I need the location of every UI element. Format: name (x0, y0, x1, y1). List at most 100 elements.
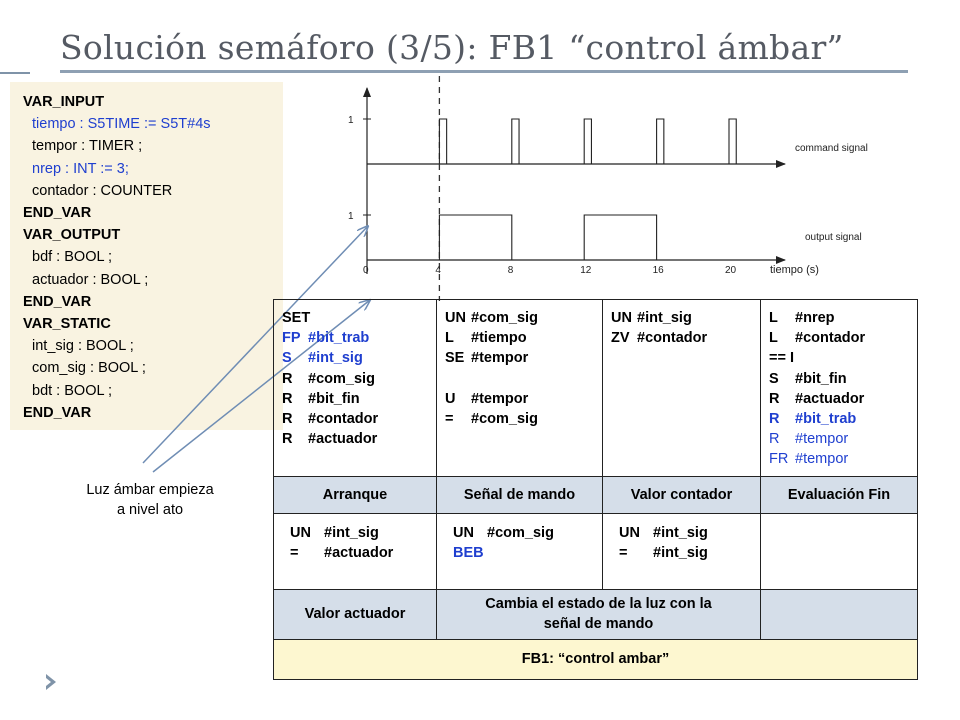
code-line: UN #com_sig (453, 523, 594, 544)
var-line: VAR_STATIC (23, 316, 111, 333)
x-tick-label: 4 (435, 265, 441, 276)
code-arg: #int_sig (633, 310, 692, 326)
slide-marker-icon (46, 674, 56, 690)
code-arg: #tempor (791, 431, 849, 448)
var-line: int_sig : BOOL ; (32, 338, 134, 355)
annotation-line-1: Luz ámbar empieza (86, 482, 214, 498)
var-line: VAR_INPUT (23, 94, 105, 110)
code-arg: #actuador (304, 431, 378, 448)
var-line: tiempo : S5TIME := S5T#4s (32, 116, 211, 133)
code-op: R (282, 370, 293, 387)
code-op: = (619, 545, 628, 561)
code-arg: #com_sig (467, 410, 538, 427)
code-line: R #actuador (769, 389, 909, 409)
code-arg: #actuador (320, 545, 394, 561)
code-arg: #nrep (791, 310, 835, 326)
code-line: SET (282, 308, 428, 328)
code-arg: #tiempo (467, 330, 527, 347)
code-line: U #tempor (445, 389, 594, 409)
code-line (445, 369, 594, 389)
header-row-1: Arranque Señal de mando Valor contador E… (273, 475, 918, 514)
code-cell-empty (760, 512, 918, 590)
code-line: ZV #contador (611, 328, 752, 348)
var-line: contador : COUNTER (32, 182, 173, 199)
code-op: R (769, 390, 780, 407)
code-arg: #com_sig (304, 370, 375, 387)
code-arg: #com_sig (467, 310, 538, 326)
code-cell-int-sig: UN #int_sig= #int_sig (602, 512, 761, 590)
var-line: VAR_OUTPUT (23, 227, 121, 244)
var-line: END_VAR (23, 205, 92, 222)
code-line: L #nrep (769, 308, 909, 328)
code-op: SE (445, 350, 465, 367)
code-arg: #contador (304, 410, 379, 427)
label-1-bottom: 1 (348, 211, 354, 222)
code-arg: #int_sig (320, 524, 379, 541)
header-cambia-estado: Cambia el estado de la luz con la señal … (436, 588, 761, 640)
code-op: UN (290, 524, 311, 541)
code-cell-valor-actuador: UN #int_sig= #actuador (273, 512, 437, 590)
command-pulse (728, 118, 737, 164)
code-op: S (282, 350, 292, 367)
output-pulse (438, 214, 513, 260)
code-op: R (282, 410, 293, 427)
code-line: = #int_sig (619, 543, 752, 564)
code-op: UN (611, 310, 632, 326)
code-arg: #tempor (791, 451, 849, 468)
var-line: bdf : BOOL ; (32, 249, 113, 266)
header-senal-mando: Señal de mando (436, 475, 603, 514)
code-op: = (290, 545, 299, 561)
code-arg: #bit_fin (791, 370, 847, 387)
x-tick-label: 8 (508, 265, 514, 276)
code-op: UN (619, 524, 640, 541)
var-line: END_VAR (23, 293, 92, 310)
code-op: L (769, 330, 778, 347)
slide-title: Solución semáforo (3/5): FB1 “control ám… (60, 28, 844, 67)
code-line: FR #tempor (769, 449, 909, 469)
annotation-line-2: a nivel ato (116, 502, 184, 518)
code-line: UN #int_sig (611, 308, 752, 328)
code-line: R #actuador (282, 429, 428, 449)
code-line: L #tiempo (445, 328, 594, 348)
code-arg: #contador (633, 330, 708, 347)
code-line: R #bit_fin (282, 389, 428, 409)
code-line: R #com_sig (282, 369, 428, 389)
code-line: = #actuador (290, 543, 428, 564)
code-op: S (769, 370, 779, 387)
title-rule-left (0, 72, 30, 74)
code-line: R #contador (282, 409, 428, 429)
code-line: R #tempor (769, 429, 909, 449)
code-line: UN #int_sig (290, 523, 428, 544)
code-arg: #bit_trab (304, 330, 370, 347)
x-tick-label: 12 (580, 265, 592, 276)
label-1-top: 1 (348, 115, 354, 126)
code-op: UN (445, 310, 466, 326)
title-rule (60, 70, 908, 73)
code-op: R (769, 431, 780, 448)
code-op: SET (282, 310, 311, 326)
code-op: BEB (453, 545, 484, 561)
header-evaluacion-fin: Evaluación Fin (760, 475, 918, 514)
code-arg: #int_sig (649, 545, 708, 561)
code-line: BEB (453, 543, 594, 564)
command-pulse (438, 118, 448, 164)
code-op: R (282, 390, 293, 407)
code-arg: #tempor (467, 390, 529, 407)
var-line: nrep : INT := 3; (32, 160, 129, 177)
code-op: FR (769, 451, 789, 468)
command-pulse (511, 118, 520, 164)
output-pulse (583, 214, 658, 260)
header-arranque: Arranque (273, 475, 437, 514)
annotation-text: Luz ámbar empieza a nivel ato (40, 480, 260, 520)
code-line: UN #com_sig (445, 308, 594, 328)
var-line: END_VAR (23, 404, 92, 421)
code-line: S #bit_fin (769, 369, 909, 389)
